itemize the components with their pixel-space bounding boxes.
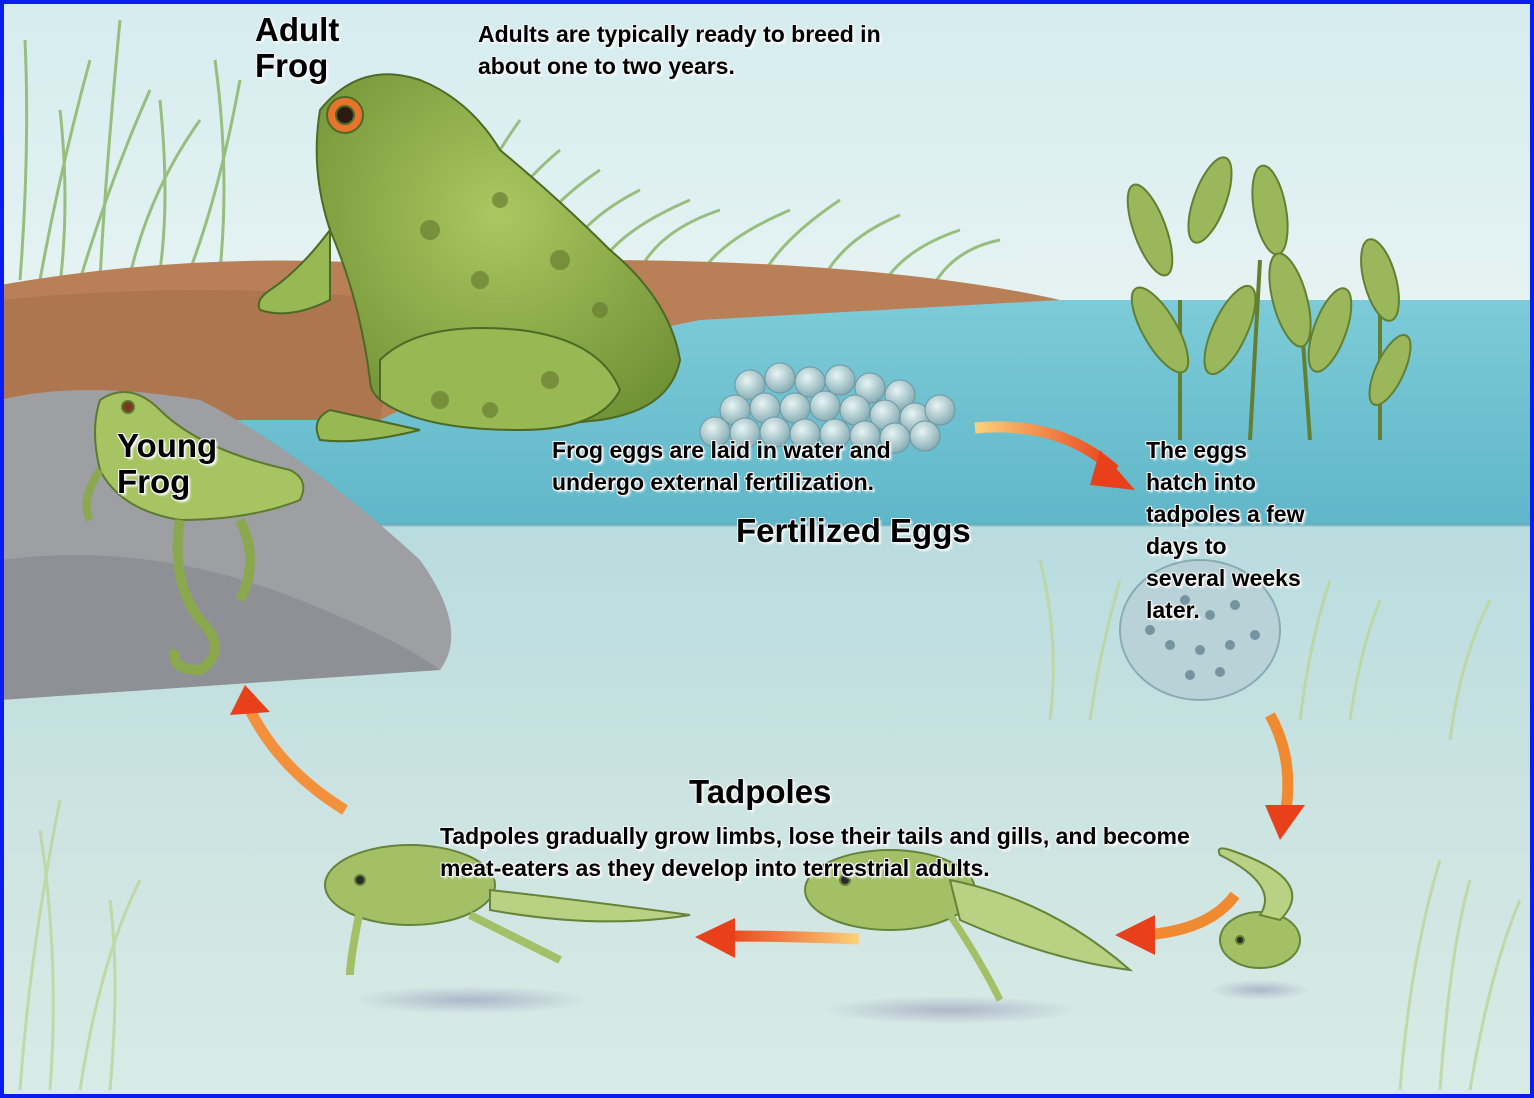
adult-frog-note: Adults are typically ready to breed in a… [478, 18, 908, 82]
hatching-note: The eggs hatch into tadpoles a few days … [1146, 434, 1311, 626]
fertilized-eggs-title: Fertilized Eggs [736, 513, 1026, 549]
arrow-medium-to-large-tadpole [724, 936, 859, 939]
tadpoles-title: Tadpoles [689, 774, 869, 810]
young-frog-title: Young Frog [117, 428, 247, 500]
tadpoles-note: Tadpoles gradually grow limbs, lose thei… [440, 820, 1220, 884]
fertilized-eggs-note: Frog eggs are laid in water and undergo … [552, 434, 962, 498]
adult-frog-title: Adult Frog [255, 12, 365, 84]
